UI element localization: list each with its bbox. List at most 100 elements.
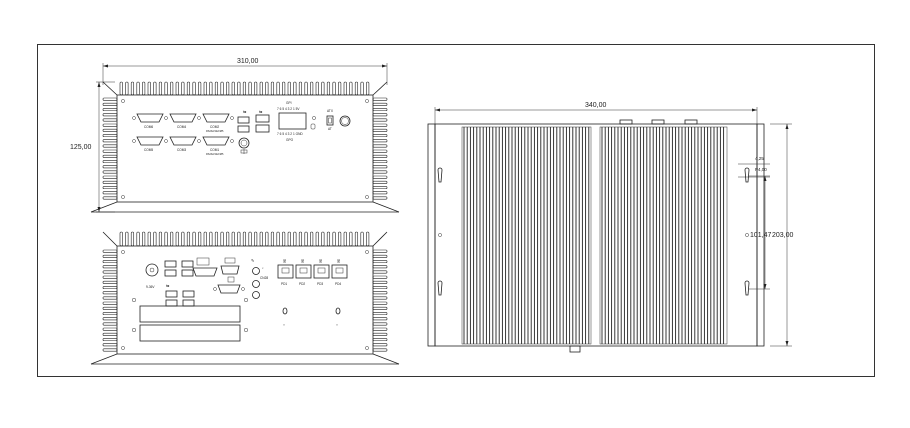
heatsink-fin <box>372 265 388 269</box>
heatsink-fin <box>366 231 370 247</box>
heatsink-fin <box>372 301 388 305</box>
heatsink-fin <box>142 231 146 247</box>
heatsink-fin <box>354 81 359 96</box>
heatsink-fin <box>181 231 185 247</box>
power-controls: ATX AT <box>326 109 351 131</box>
heatsink-fin <box>102 275 118 279</box>
heatsink-fin <box>372 322 388 326</box>
heatsink-fin <box>130 81 135 96</box>
heatsink-fin <box>102 332 118 336</box>
heatsink-fin <box>349 81 353 96</box>
heatsink-fin <box>338 231 342 247</box>
heatsink-fin <box>102 191 118 195</box>
heatsink-fin <box>310 81 314 96</box>
heatsink-fin <box>158 231 163 247</box>
heatsink-fin <box>304 81 308 96</box>
heatsink-fin <box>164 231 168 247</box>
hdmi-icon <box>196 257 210 266</box>
heatsink-fin <box>372 332 388 336</box>
heatsink-fin <box>248 81 252 96</box>
heatsink-fin <box>372 149 388 153</box>
heatsink-fin <box>102 296 118 300</box>
slot-width-dim: 4,25 <box>755 156 764 161</box>
front-height-dim: 125,00 <box>70 144 92 151</box>
heatsink-fin <box>125 81 129 96</box>
gpio-label: GPO <box>286 138 294 142</box>
heatsink-fin <box>372 275 388 279</box>
cn-label: CN28 <box>260 276 268 280</box>
heatsink-fin <box>276 81 280 96</box>
heatsink-fin <box>287 81 291 96</box>
heatsink-fin <box>130 231 135 247</box>
heatsink-fin <box>372 123 388 127</box>
heatsink-fin <box>102 196 118 200</box>
lan-label: PD2 <box>299 282 305 286</box>
heatsink-fin <box>136 81 140 96</box>
wifi-icon: ⌔ <box>283 323 286 327</box>
heatsink-fin <box>372 260 388 264</box>
heatsink-fin <box>270 81 275 96</box>
network-icon: 品 <box>337 259 340 263</box>
heatsink-fin <box>372 348 388 352</box>
heatsink-fin <box>170 81 174 96</box>
com-label: COM4 <box>177 125 186 129</box>
com-label: COM1 <box>210 148 219 152</box>
heatsink-fin <box>102 270 118 274</box>
antenna-holes: ⌔ ⌔ <box>283 307 341 327</box>
front-view: 310,00 125,00 COM6 COM4 <box>70 58 400 213</box>
wifi-icon: ⌔ <box>336 323 339 327</box>
usb-ports: ⇆ ⇆ <box>237 109 270 154</box>
lan-label: PD1 <box>281 282 287 286</box>
heatsink-fin <box>102 144 118 148</box>
heatsink-fin <box>214 231 219 247</box>
heatsink-fin <box>198 81 202 96</box>
heatsink-fin <box>158 81 163 96</box>
heatsink-fin <box>237 231 241 247</box>
heatsink-fin <box>372 291 388 295</box>
com-label: COM6 <box>144 125 153 129</box>
lan-label: PD3 <box>317 282 323 286</box>
network-icon: 品 <box>283 259 286 263</box>
heatsink-fin <box>231 231 235 247</box>
com-port-group: COM6 COM4 COM2 RS232/422/485 COM5 COM3 C… <box>132 113 234 156</box>
heatsink-fin <box>102 280 118 284</box>
slot-hole-dim: P4,00 <box>755 167 767 172</box>
heatsink-fin <box>242 231 247 247</box>
top-height-dim: 203,00 <box>772 232 794 239</box>
heatsink-fin <box>372 128 388 132</box>
heatsink-fin <box>136 231 140 247</box>
heatsink-fin <box>102 186 118 190</box>
heatsink-fin <box>372 113 388 117</box>
rear-usb-ports: ⇆ <box>164 260 195 307</box>
heatsink-fin <box>248 231 252 247</box>
heatsink-fin <box>102 343 118 347</box>
heatsink-fin <box>372 312 388 316</box>
heatsink-fin <box>102 170 118 174</box>
heatsink-fin <box>237 81 241 96</box>
heatsink-fin <box>372 97 388 101</box>
heatsink-fin <box>282 81 286 96</box>
heatsink-fin <box>102 134 118 138</box>
heatsink-fin <box>198 231 202 247</box>
heatsink-fin <box>372 108 388 112</box>
video-ports <box>192 257 245 294</box>
heatsink-fin <box>354 231 359 247</box>
heatsink-fin <box>372 154 388 158</box>
heatsink-fin <box>102 265 118 269</box>
heatsink-fin <box>298 231 303 247</box>
heatsink-fin <box>366 81 370 96</box>
gpio-block: GPI 7 6 5 4 3 2 1 5V 7 6 5 4 3 2 1 GND G… <box>277 101 316 142</box>
heatsink-fin <box>220 231 224 247</box>
dc-power-input: 9-36V <box>145 263 159 289</box>
heatsink-fin <box>192 231 196 247</box>
heatsink-fin <box>282 231 286 247</box>
heatsink-fin <box>372 254 388 258</box>
heatsink-fin <box>186 231 191 247</box>
heatsink-fin <box>321 81 325 96</box>
heatsink-fin <box>360 231 364 247</box>
heatsink-fin <box>153 81 157 96</box>
heatsink-fin <box>372 175 388 179</box>
heatsink-fin <box>276 231 280 247</box>
network-icon: 品 <box>319 259 322 263</box>
top-width-dim: 340,00 <box>585 102 607 109</box>
